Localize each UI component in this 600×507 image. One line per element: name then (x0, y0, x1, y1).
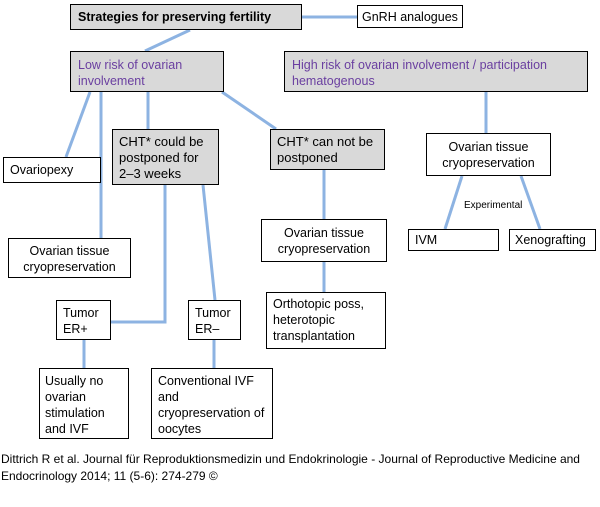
otc-high-box: Ovarian tissue cryopreservation (426, 133, 551, 176)
usually-no-box: Usually no ovarian stimulation and IVF (39, 368, 129, 439)
high-risk-label: High risk of ovarian involvement / parti… (292, 58, 547, 88)
gnrh-label: GnRH analogues (362, 10, 458, 24)
orthotopic-box: Orthotopic poss, heterotopic transplanta… (266, 292, 386, 349)
xenografting-label: Xenografting (515, 233, 586, 247)
otc-mid-box: Ovarian tissue cryopreservation (261, 219, 387, 262)
cht-not-postponed-label: CHT* can not be postponed (277, 134, 374, 165)
ivm-label: IVM (415, 233, 438, 247)
cht-postponed-label: CHT* could be postponed for 2–3 weeks (119, 134, 204, 181)
cht-postponed-box: CHT* could be postponed for 2–3 weeks (112, 129, 219, 185)
tumor-er-neg-box: Tumor ER– (188, 300, 241, 340)
ovariopexy-label: Ovariopexy (10, 163, 74, 177)
otc-low-label: Ovarian tissue cryopreservation (23, 244, 116, 274)
tumor-er-neg-label: Tumor ER– (195, 306, 231, 336)
ovariopexy-box: Ovariopexy (3, 157, 101, 183)
gnrh-box: GnRH analogues (357, 5, 463, 28)
root-box: Strategies for preserving fertility (70, 4, 302, 30)
orthotopic-label: Orthotopic poss, heterotopic transplanta… (273, 297, 365, 343)
low-risk-label: Low risk of ovarian involvement (78, 58, 183, 88)
low-risk-box: Low risk of ovarian involvement (70, 51, 224, 92)
xenografting-box: Xenografting (509, 229, 596, 251)
cht-not-postponed-box: CHT* can not be postponed (270, 129, 385, 170)
otc-low-box: Ovarian tissue cryopreservation (8, 238, 131, 278)
tumor-er-pos-label: Tumor ER+ (63, 306, 99, 336)
root-label: Strategies for preserving fertility (78, 10, 272, 24)
tumor-er-pos-box: Tumor ER+ (56, 300, 111, 340)
citation-caption: Dittrich R et al. Journal für Reprodukti… (1, 452, 580, 483)
high-risk-box: High risk of ovarian involvement / parti… (284, 51, 588, 92)
otc-high-label: Ovarian tissue cryopreservation (442, 140, 535, 170)
experimental-label: Experimental (464, 200, 523, 211)
conventional-ivf-box: Conventional IVF and cryopreservation of… (151, 368, 273, 439)
ivm-box: IVM (408, 229, 499, 251)
conventional-ivf-label: Conventional IVF and cryopreservation of… (158, 374, 265, 436)
usually-no-label: Usually no ovarian stimulation and IVF (45, 374, 105, 436)
otc-mid-label: Ovarian tissue cryopreservation (277, 226, 371, 256)
